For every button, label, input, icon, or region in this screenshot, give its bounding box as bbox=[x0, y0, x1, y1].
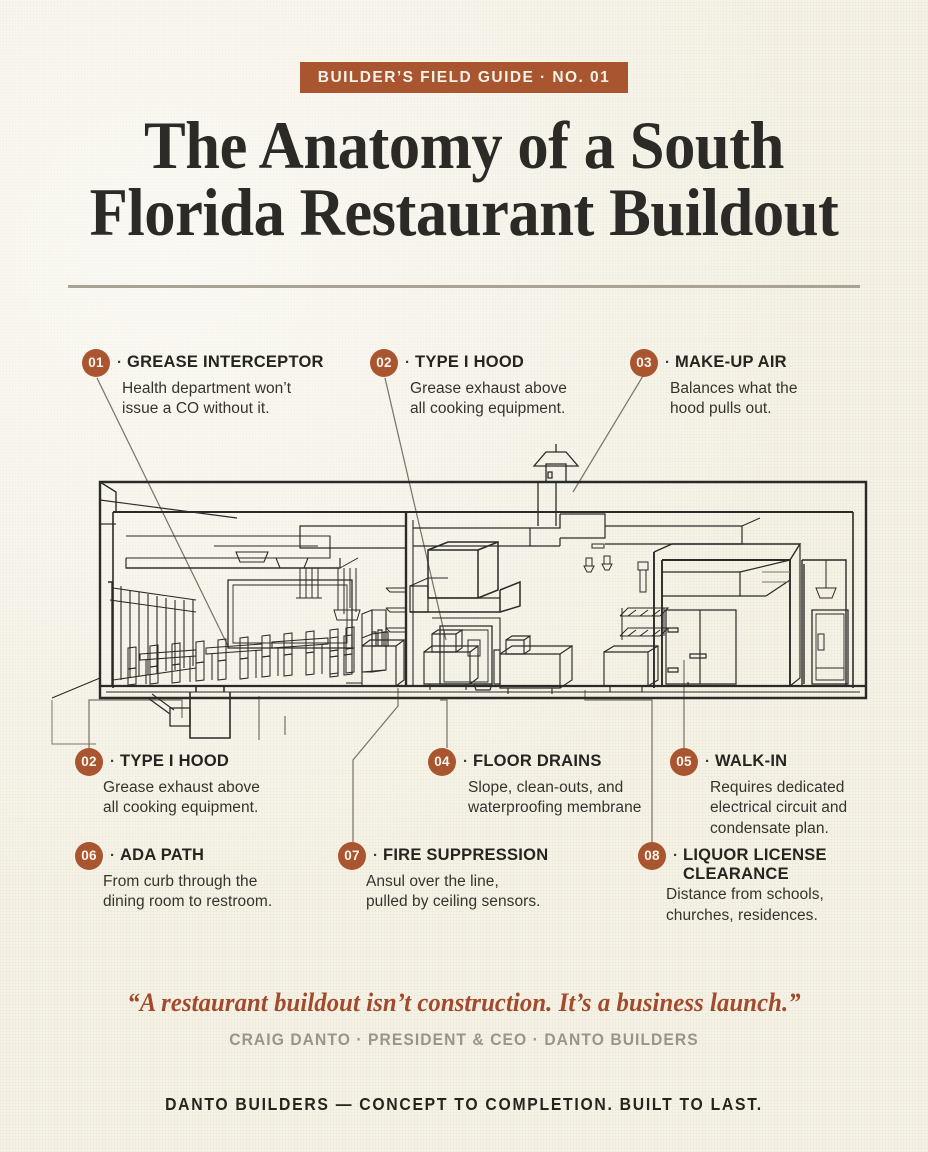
callout-04-body: Slope, clean-outs, and waterproofing mem… bbox=[468, 778, 658, 819]
page-title: The Anatomy of a South Florida Restauran… bbox=[37, 107, 891, 250]
callout-05[interactable]: 05 · WALK-IN Requires dedicated electric… bbox=[670, 748, 870, 839]
callout-01-head: 01 · GREASE INTERCEPTOR bbox=[82, 349, 342, 377]
callout-05-body: Requires dedicated electrical circuit an… bbox=[710, 778, 870, 839]
kicker-badge: BUILDER’S FIELD GUIDE · NO. 01 bbox=[299, 62, 629, 93]
callout-06-body-line-2: dining room to restroom. bbox=[103, 893, 273, 911]
page-title-line-1: The Anatomy of a South bbox=[144, 107, 784, 183]
callout-03-title: MAKE-UP AIR bbox=[675, 353, 787, 371]
callout-04-body-line-1: Slope, clean-outs, and bbox=[468, 779, 624, 796]
callout-03[interactable]: 03 · MAKE-UP AIR Balances what the hood … bbox=[630, 349, 860, 420]
callout-03-separator: · bbox=[665, 354, 670, 371]
callout-02-bottom-body: Grease exhaust above all cooking equipme… bbox=[103, 778, 325, 819]
callout-05-body-line-2: electrical circuit and bbox=[710, 799, 848, 817]
callout-02-top-badge: 02 bbox=[370, 349, 398, 377]
callout-06[interactable]: 06 · ADA PATH From curb through the dini… bbox=[75, 842, 325, 913]
callout-01-separator: · bbox=[117, 354, 122, 371]
callout-06-head: 06 · ADA PATH bbox=[75, 842, 325, 870]
callout-08-title-line-1: LIQUOR LICENSE bbox=[683, 846, 827, 864]
callout-07-title: FIRE SUPPRESSION bbox=[383, 846, 549, 864]
header-divider bbox=[68, 285, 860, 288]
callout-08-title: LIQUOR LICENSE CLEARANCE bbox=[683, 842, 827, 883]
callout-02-bottom[interactable]: 02 · TYPE I HOOD Grease exhaust above al… bbox=[75, 748, 325, 819]
callout-03-body: Balances what the hood pulls out. bbox=[670, 379, 860, 420]
callout-01-body: Health department won’t issue a CO witho… bbox=[122, 379, 342, 420]
callout-01-badge: 01 bbox=[82, 349, 110, 377]
callout-05-body-line-1: Requires dedicated bbox=[710, 779, 845, 796]
callout-02-bottom-title: TYPE I HOOD bbox=[120, 752, 230, 770]
callout-02-bottom-separator: · bbox=[110, 753, 115, 770]
callout-05-badge: 05 bbox=[670, 748, 698, 776]
callout-02-top[interactable]: 02 · TYPE I HOOD Grease exhaust above al… bbox=[370, 349, 610, 420]
callout-01-title: GREASE INTERCEPTOR bbox=[127, 353, 324, 371]
callout-02-bottom-head: 02 · TYPE I HOOD bbox=[75, 748, 325, 776]
cross-section-svg bbox=[51, 444, 868, 745]
callout-05-body-line-3: condensate plan. bbox=[710, 819, 829, 837]
callout-05-separator: · bbox=[705, 753, 710, 770]
callout-08-title-line-2: CLEARANCE bbox=[683, 864, 789, 883]
callout-03-head: 03 · MAKE-UP AIR bbox=[630, 349, 860, 377]
callout-08-body-line-1: Distance from schools, bbox=[666, 886, 824, 904]
callout-03-badge: 03 bbox=[630, 349, 658, 377]
callout-01-body-line-2: issue a CO without it. bbox=[122, 400, 270, 418]
callout-04-badge: 04 bbox=[428, 748, 456, 776]
callout-06-badge: 06 bbox=[75, 842, 103, 870]
callout-03-body-line-1: Balances what the bbox=[670, 380, 798, 397]
callout-07-head: 07 · FIRE SUPPRESSION bbox=[338, 842, 588, 870]
quote-attribution: CRAIG DANTO · PRESIDENT & CEO · DANTO BU… bbox=[229, 1030, 699, 1049]
callout-06-body-line-1: From curb through the bbox=[103, 873, 258, 890]
callout-06-separator: · bbox=[110, 847, 115, 864]
pull-quote: “A restaurant buildout isn’t constructio… bbox=[127, 988, 801, 1017]
callout-06-title: ADA PATH bbox=[120, 846, 205, 864]
callout-01-body-line-1: Health department won’t bbox=[122, 380, 292, 397]
callout-02-bottom-badge: 02 bbox=[75, 748, 103, 776]
callout-07[interactable]: 07 · FIRE SUPPRESSION Ansul over the lin… bbox=[338, 842, 588, 913]
callout-08[interactable]: 08 · LIQUOR LICENSE CLEARANCE Distance f… bbox=[638, 842, 868, 926]
callout-02-bottom-body-line-2: all cooking equipment. bbox=[103, 799, 259, 817]
callout-02-top-head: 02 · TYPE I HOOD bbox=[370, 349, 610, 377]
kicker-wrap: BUILDER’S FIELD GUIDE · NO. 01 bbox=[0, 62, 928, 93]
callout-04-head: 04 · FLOOR DRAINS bbox=[428, 748, 658, 776]
callout-03-body-line-2: hood pulls out. bbox=[670, 400, 772, 418]
page-title-line-2: Florida Restaurant Buildout bbox=[89, 173, 839, 250]
callout-08-body-line-2: churches, residences. bbox=[666, 906, 818, 924]
callout-08-separator: · bbox=[673, 847, 678, 864]
building-cross-section bbox=[0, 440, 928, 770]
callout-07-body-line-2: pulled by ceiling sensors. bbox=[366, 893, 541, 911]
callout-07-separator: · bbox=[373, 847, 378, 864]
callout-05-head: 05 · WALK-IN bbox=[670, 748, 870, 776]
callout-04-separator: · bbox=[463, 753, 468, 770]
callout-08-badge: 08 bbox=[638, 842, 666, 870]
callout-08-body: Distance from schools, churches, residen… bbox=[666, 885, 868, 926]
callout-02-bottom-body-line-1: Grease exhaust above bbox=[103, 779, 260, 796]
callout-04[interactable]: 04 · FLOOR DRAINS Slope, clean-outs, and… bbox=[428, 748, 658, 819]
callout-02-top-title: TYPE I HOOD bbox=[415, 353, 525, 371]
callout-01[interactable]: 01 · GREASE INTERCEPTOR Health departmen… bbox=[82, 349, 342, 420]
callout-02-top-body-line-2: all cooking equipment. bbox=[410, 400, 566, 418]
callout-05-title: WALK-IN bbox=[715, 752, 788, 770]
callout-07-badge: 07 bbox=[338, 842, 366, 870]
callout-04-body-line-2: waterproofing membrane bbox=[468, 799, 642, 817]
callout-02-top-body-line-1: Grease exhaust above bbox=[410, 380, 567, 397]
callout-02-top-separator: · bbox=[405, 354, 410, 371]
callout-08-head: 08 · LIQUOR LICENSE CLEARANCE bbox=[638, 842, 868, 883]
callout-07-body: Ansul over the line, pulled by ceiling s… bbox=[366, 872, 588, 913]
callout-06-body: From curb through the dining room to res… bbox=[103, 872, 325, 913]
footer-tagline: DANTO BUILDERS — CONCEPT TO COMPLETION. … bbox=[165, 1094, 763, 1114]
callout-02-top-body: Grease exhaust above all cooking equipme… bbox=[410, 379, 610, 420]
callout-04-title: FLOOR DRAINS bbox=[473, 752, 602, 770]
callout-07-body-line-1: Ansul over the line, bbox=[366, 873, 499, 890]
